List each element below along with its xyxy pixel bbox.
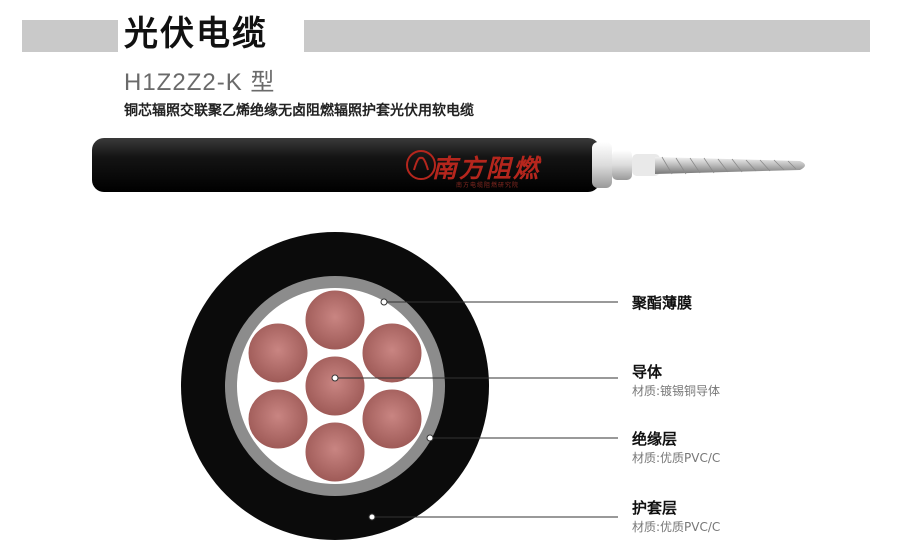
callout-sheath-material: 材质:优质PVC/C [632,520,721,534]
conductor-strands [247,289,423,483]
leader-dots [331,298,434,521]
callout-sheath-label: 护套层 [632,499,678,517]
cable-brand-subtitle: 南方电缆阻燃研究院 [456,182,520,189]
model-name: H1Z2Z2-K 型 [124,69,276,96]
cable-side-view [92,138,805,192]
brand-logo-icon [406,150,436,180]
callout-conductor-label: 导体 [632,363,663,381]
callout-insulation-material: 材质:优质PVC/C [632,451,721,465]
page-title: 光伏电缆 [124,14,268,54]
callout-film-label: 聚酯薄膜 [632,294,693,312]
product-description: 铜芯辐照交联聚乙烯绝缘无卤阻燃辐照护套光伏用软电缆 [124,103,474,119]
cable-cross-section [181,232,489,540]
cable-brand-print: 南方阻燃 [432,154,541,183]
leader-lines [335,301,618,518]
callout-insulation-label: 绝缘层 [632,430,678,448]
callout-conductor-material: 材质:镀锡铜导体 [632,384,721,398]
title-bar-right [304,20,870,52]
title-bar-left [22,20,118,52]
